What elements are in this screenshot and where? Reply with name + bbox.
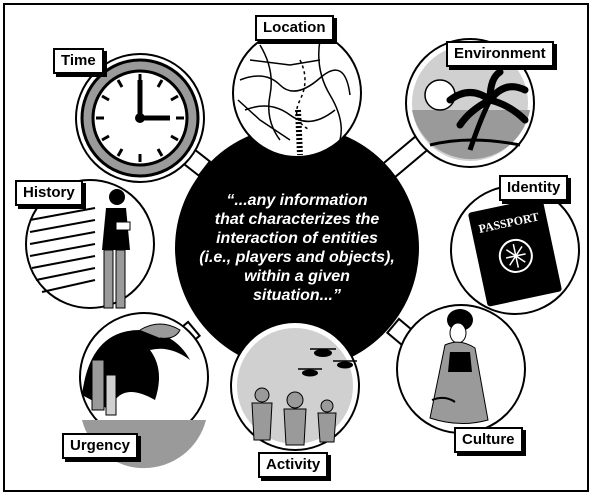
label-history: History — [15, 180, 83, 206]
label-environment: Environment — [446, 41, 554, 67]
culture-kimono-woman-icon — [396, 304, 526, 434]
urgency-wave-icon — [79, 312, 209, 469]
label-location: Location — [255, 15, 334, 41]
label-culture: Culture — [454, 427, 523, 453]
clock-icon — [75, 53, 205, 183]
label-time: Time — [53, 48, 104, 74]
passport-icon: PASSPORT — [450, 185, 580, 315]
label-activity: Activity — [258, 452, 329, 478]
history-reading-man-icon — [25, 179, 155, 309]
center-circle — [175, 126, 419, 370]
label-identity: Identity — [499, 175, 569, 201]
label-urgency: Urgency — [62, 433, 139, 459]
map-icon — [232, 28, 362, 158]
palm-island-icon — [405, 38, 535, 168]
center-quote: “...any information that characterizes t… — [199, 192, 395, 304]
activity-soldiers-icon — [230, 321, 360, 451]
